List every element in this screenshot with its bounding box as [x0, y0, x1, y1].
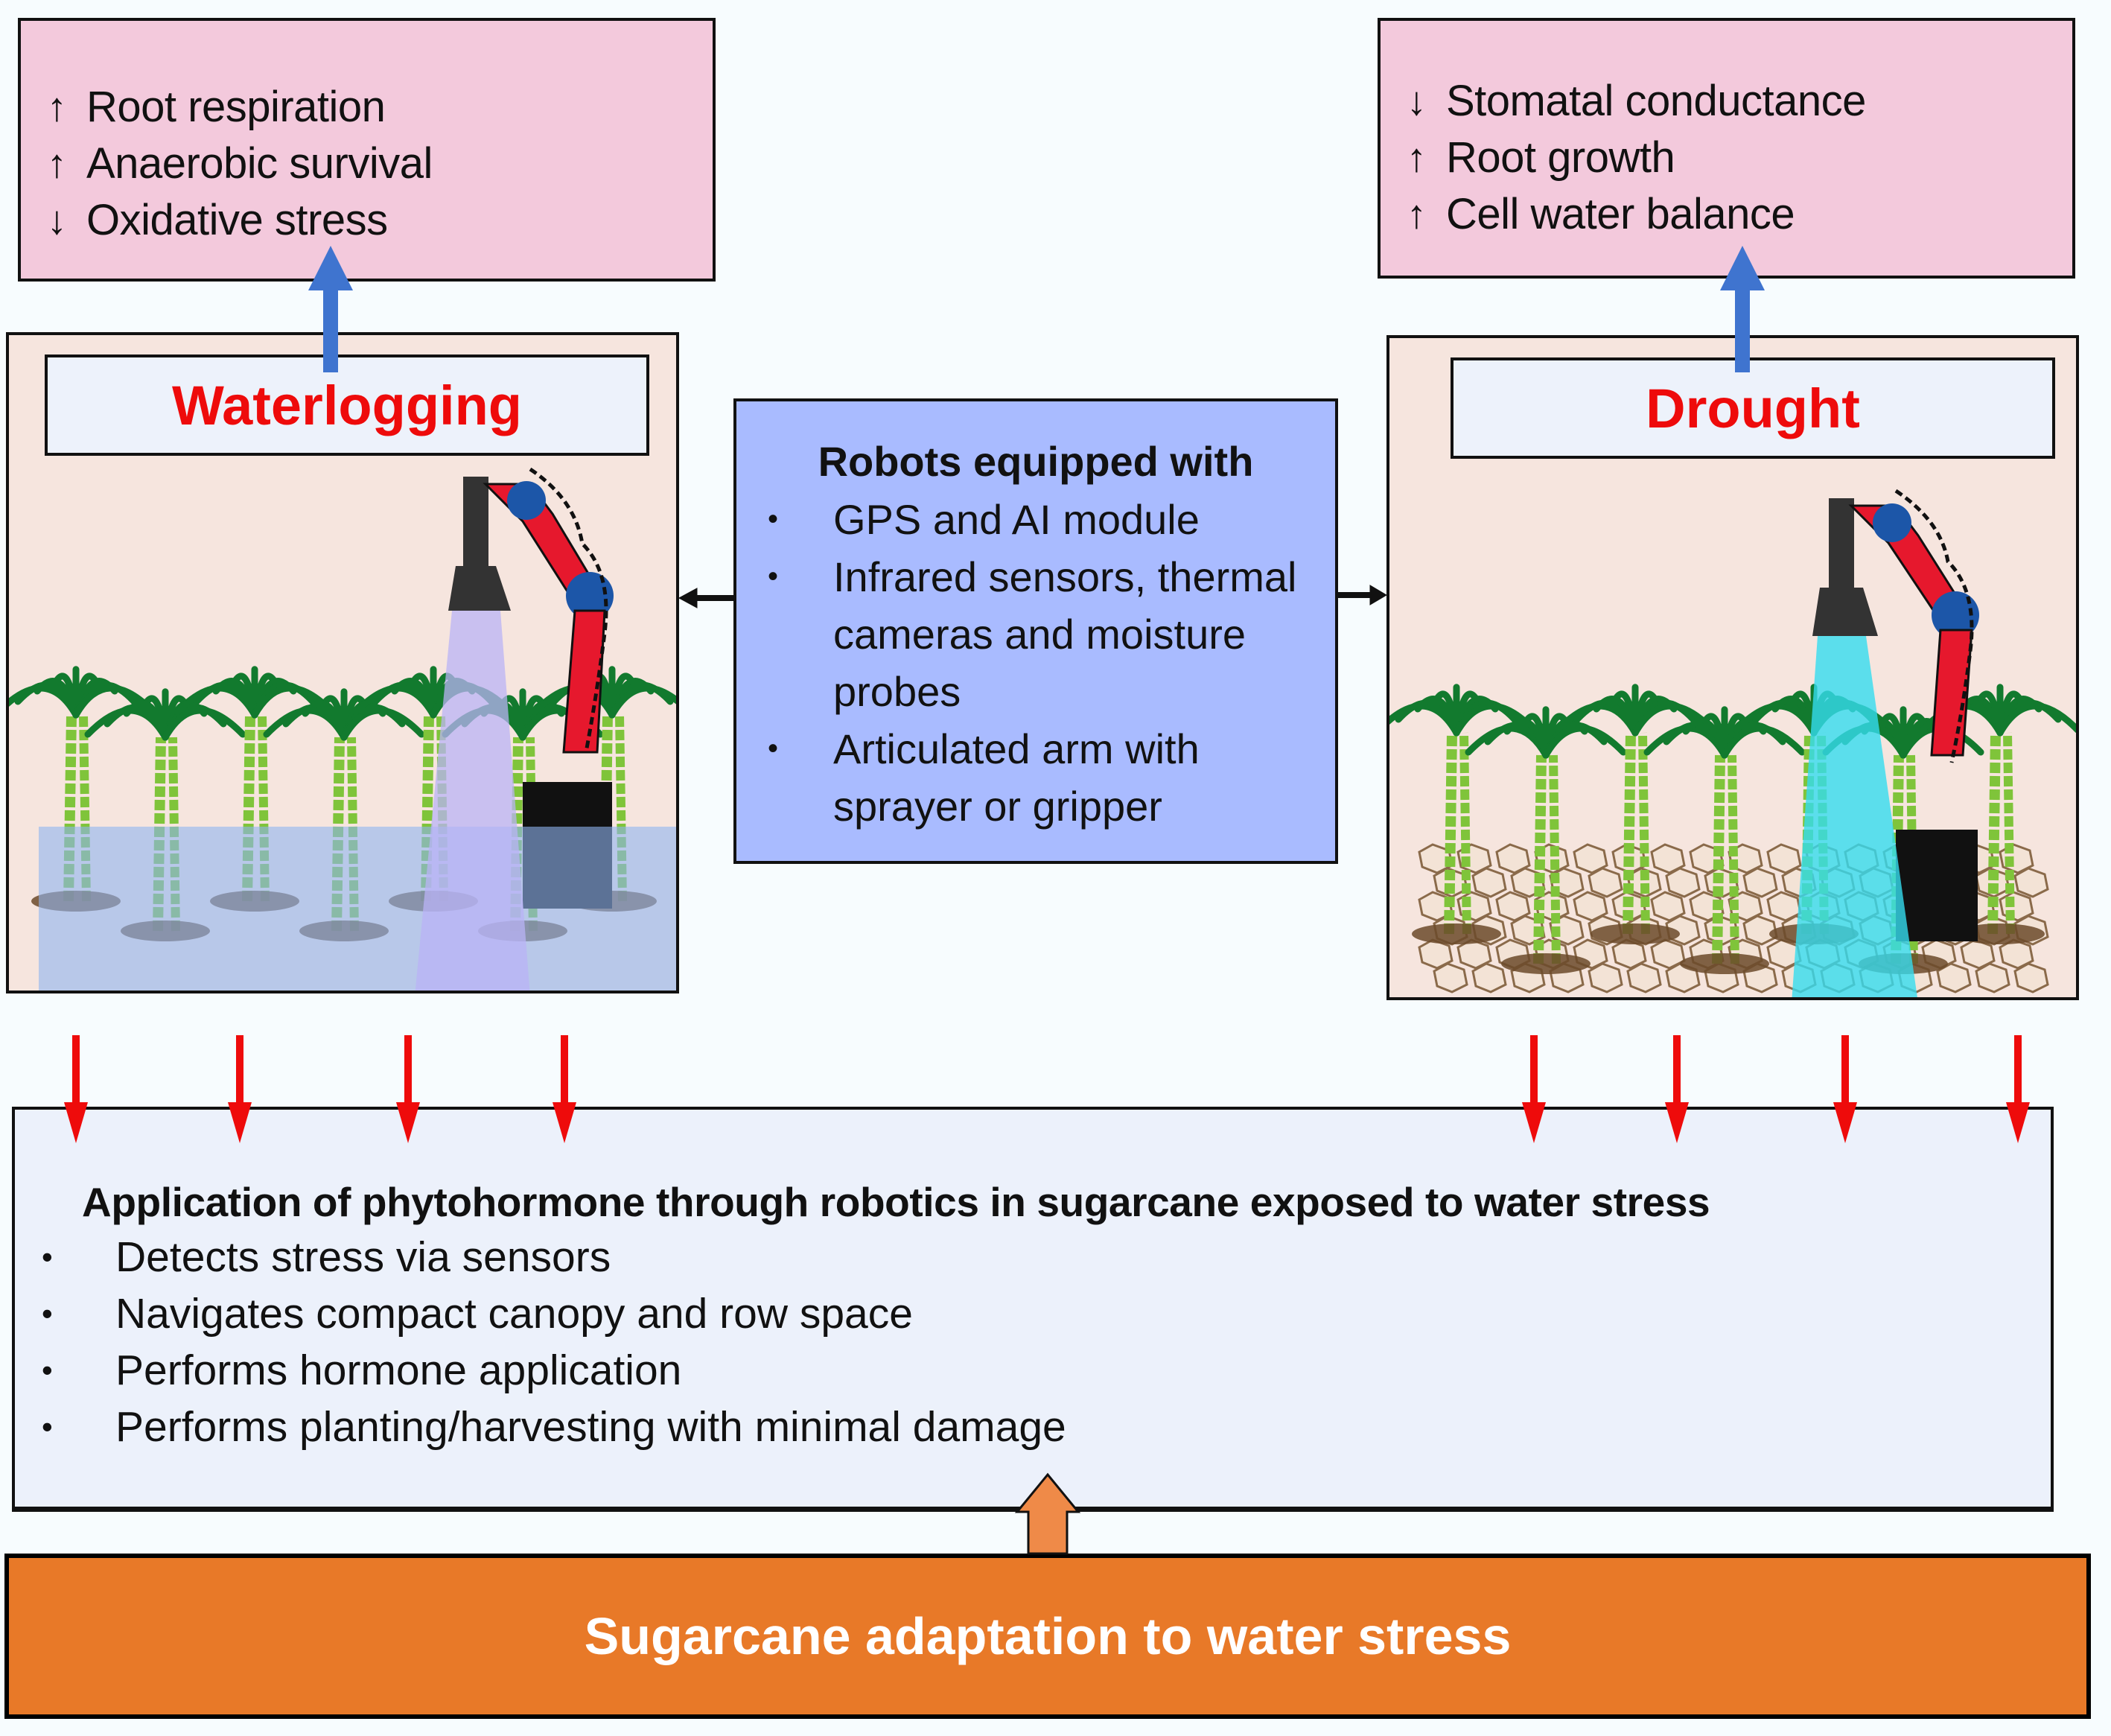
application-item: Navigates compact canopy and row space: [30, 1285, 1066, 1342]
robot-features-list: GPS and AI module Infrared sensors, ther…: [754, 491, 1320, 835]
robot-feature-item: GPS and AI module: [754, 491, 1320, 548]
arrow-right-icon: [1338, 585, 1387, 605]
drought-title: Drought: [1451, 357, 2055, 459]
waterlogging-title: Waterlogging: [45, 354, 649, 456]
waterlogging-scene-panel: Waterlogging: [6, 332, 679, 993]
outcome-text: Cell water balance: [1446, 190, 1795, 238]
robot-features-box: Robots equipped with GPS and AI module I…: [733, 398, 1338, 864]
arrow-up-icon: ↑: [1406, 136, 1427, 180]
arrow-up-icon: ↑: [1406, 192, 1427, 237]
sugarcane-plant-icon: [1643, 706, 1806, 974]
outcome-item: ↑ Cell water balance: [1401, 186, 1866, 243]
outcome-text: Anaerobic survival: [86, 139, 433, 188]
application-heading: Application of phytohormone through robo…: [82, 1179, 1710, 1225]
waterlogging-illustration: [9, 467, 676, 991]
water-flood-icon: [39, 827, 676, 991]
sugarcane-plant-icon: [1389, 684, 1538, 944]
application-box: Application of phytohormone through robo…: [12, 1107, 2054, 1512]
outcome-text: Oxidative stress: [86, 196, 388, 244]
application-list: Detects stress via sensors Navigates com…: [30, 1229, 1066, 1455]
drought-scene-panel: Drought: [1386, 335, 2079, 1000]
drought-outcomes-list: ↓ Stomatal conductance ↑ Root growth ↑ Cell…: [1401, 73, 1867, 243]
application-item: Performs hormone application: [30, 1342, 1066, 1399]
outcome-text: Stomatal conductance: [1446, 77, 1866, 125]
drought-outcomes-box: ↓ Stomatal conductance ↑ Root growth ↑ Cell…: [1378, 18, 2075, 279]
application-item: Detects stress via sensors: [30, 1229, 1066, 1285]
outcome-text: Root respiration: [86, 83, 386, 131]
arrow-up-icon: ↑: [46, 85, 67, 130]
application-item: Performs planting/harvesting with minima…: [30, 1399, 1066, 1455]
adaptation-base-box: Sugarcane adaptation to water stress: [4, 1554, 2091, 1719]
waterlogging-outcomes-list: ↑ Root respiration ↑ Anaerobic survival ↓ O…: [42, 79, 433, 249]
outcome-text: Root growth: [1446, 133, 1675, 182]
robot-arm-icon: [1812, 489, 1979, 941]
arrow-left-icon: [678, 588, 733, 608]
outcome-item: ↑ Root respiration: [42, 79, 433, 136]
adaptation-label: Sugarcane adaptation to water stress: [584, 1607, 1512, 1665]
spray-icon: [415, 611, 530, 991]
robot-feature-item: Infrared sensors, thermal cameras and mo…: [754, 548, 1320, 720]
sugarcane-plant-icon: [1554, 684, 1716, 944]
spray-icon: [1792, 636, 1917, 997]
arrow-down-icon: ↓: [46, 198, 67, 243]
outcome-item: ↑ Root growth: [1401, 130, 1866, 186]
arrow-up-icon: ↑: [46, 142, 67, 186]
robot-box-heading: Robots equipped with: [818, 438, 1254, 485]
outcome-item: ↑ Anaerobic survival: [42, 136, 433, 192]
arrow-down-icon: ↓: [1406, 79, 1427, 124]
outcome-item: ↓ Oxidative stress: [42, 192, 433, 249]
outcome-item: ↓ Stomatal conductance: [1401, 73, 1867, 130]
drought-illustration: [1389, 489, 2076, 997]
robot-feature-item: Articulated arm with sprayer or gripper: [754, 720, 1320, 835]
waterlogging-outcomes-box: ↑ Root respiration ↑ Anaerobic survival ↓ O…: [18, 18, 716, 282]
